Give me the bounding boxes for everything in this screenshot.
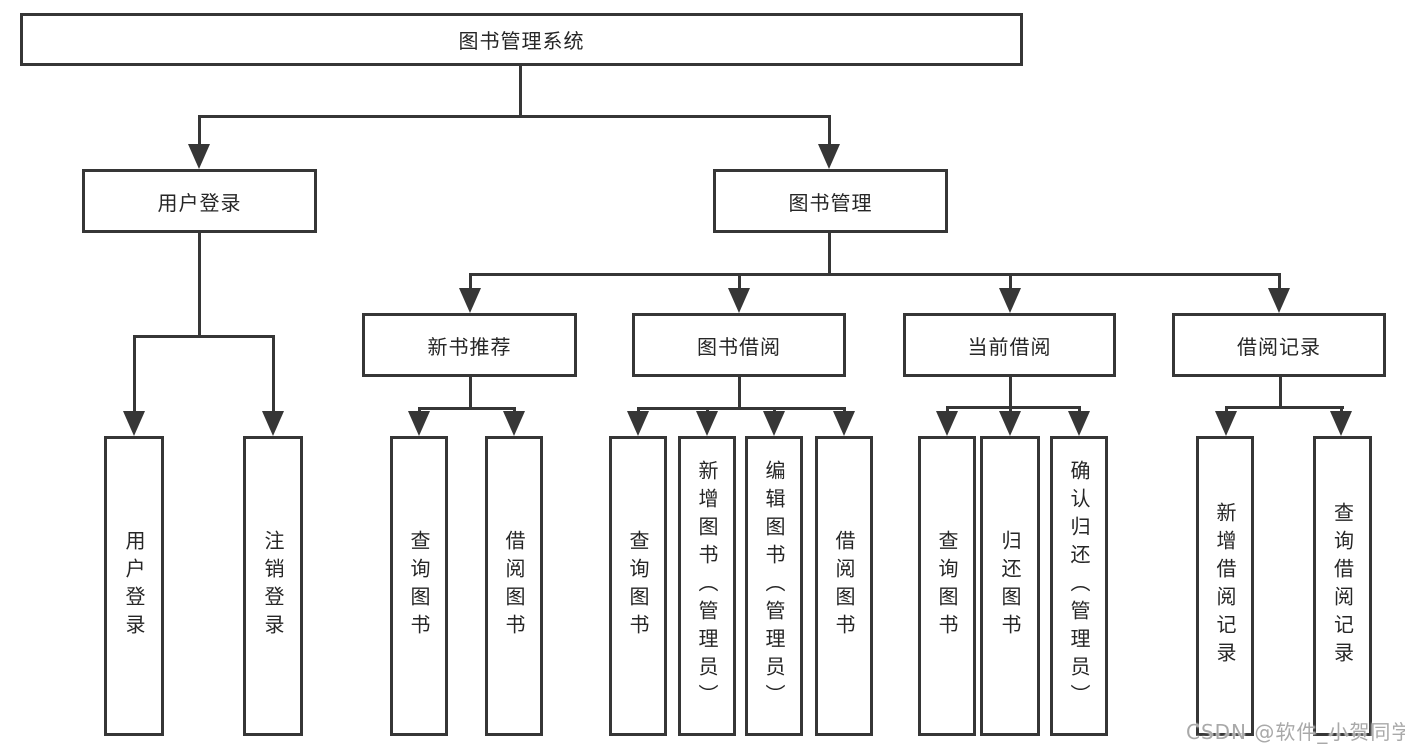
leaf-query-books-2-label: 查询图书 <box>626 530 650 642</box>
node-book-management: 图书管理 <box>713 169 948 233</box>
connector-line <box>418 407 516 410</box>
leaf-confirm-return-admin: 确认归还（管理员） <box>1050 436 1108 736</box>
arrow-down-icon <box>696 411 718 436</box>
node-user-login: 用户登录 <box>82 169 317 233</box>
connector-line <box>272 335 275 413</box>
watermark: CSDN @软件_小贺同学 <box>1186 720 1405 744</box>
arrow-down-icon <box>1068 411 1090 436</box>
connector-line <box>513 407 516 413</box>
connector-line <box>469 273 1281 276</box>
connector-line <box>828 115 831 146</box>
arrow-down-icon <box>728 288 750 313</box>
connector-line <box>738 273 741 290</box>
connector-line <box>1009 406 1012 413</box>
connector-line <box>946 406 1081 409</box>
connector-line <box>1279 377 1282 406</box>
leaf-edit-book-admin: 编辑图书（管理员） <box>745 436 803 736</box>
node-borrowing-records: 借阅记录 <box>1172 313 1386 377</box>
connector-line <box>828 233 831 273</box>
connector-line <box>773 407 776 413</box>
leaf-add-borrow-record: 新增借阅记录 <box>1196 436 1254 736</box>
leaf-add-book-admin-label: 新增图书（管理员） <box>695 460 719 712</box>
leaf-logout: 注销登录 <box>243 436 303 736</box>
connector-line <box>706 407 709 413</box>
connector-line <box>133 335 136 413</box>
connector-line <box>946 406 949 413</box>
arrow-down-icon <box>1268 288 1290 313</box>
connector-line <box>1009 377 1012 406</box>
connector-line <box>1009 273 1012 290</box>
connector-line <box>198 115 201 146</box>
node-current-borrowing: 当前借阅 <box>903 313 1116 377</box>
connector-line <box>133 335 275 338</box>
connector-line <box>198 233 201 335</box>
leaf-borrow-books-1: 借阅图书 <box>485 436 543 736</box>
arrow-down-icon <box>627 411 649 436</box>
leaf-query-books-3: 查询图书 <box>918 436 976 736</box>
leaf-query-borrow-record: 查询借阅记录 <box>1313 436 1372 736</box>
connector-line <box>198 115 831 118</box>
node-book-borrowing-label: 图书借阅 <box>697 334 781 359</box>
leaf-edit-book-admin-label: 编辑图书（管理员） <box>762 460 786 712</box>
leaf-query-books-2: 查询图书 <box>609 436 667 736</box>
arrow-down-icon <box>123 411 145 436</box>
leaf-return-books-label: 归还图书 <box>998 530 1022 642</box>
leaf-borrow-books-2: 借阅图书 <box>815 436 873 736</box>
leaf-borrow-books-2-label: 借阅图书 <box>832 530 856 642</box>
arrow-down-icon <box>262 411 284 436</box>
leaf-query-books-1-label: 查询图书 <box>407 530 431 642</box>
node-root-label: 图书管理系统 <box>458 29 585 53</box>
node-new-book-recommend: 新书推荐 <box>362 313 577 377</box>
arrow-down-icon <box>188 144 210 169</box>
connector-line <box>469 273 472 290</box>
leaf-add-borrow-record-label: 新增借阅记录 <box>1213 502 1237 670</box>
leaf-add-book-admin: 新增图书（管理员） <box>678 436 736 736</box>
connector-line <box>1225 406 1344 409</box>
leaf-user-login-label: 用户登录 <box>122 530 146 642</box>
arrow-down-icon <box>408 411 430 436</box>
connector-line <box>1340 406 1343 413</box>
connector-line <box>843 407 846 413</box>
connector-line <box>738 377 741 407</box>
node-book-borrowing: 图书借阅 <box>632 313 846 377</box>
arrow-down-icon <box>763 411 785 436</box>
leaf-user-login: 用户登录 <box>104 436 164 736</box>
node-user-login-label: 用户登录 <box>157 190 242 215</box>
arrow-down-icon <box>503 411 525 436</box>
leaf-query-books-1: 查询图书 <box>390 436 448 736</box>
leaf-confirm-return-admin-label: 确认归还（管理员） <box>1067 460 1091 712</box>
node-current-borrowing-label: 当前借阅 <box>967 334 1052 359</box>
arrow-down-icon <box>818 144 840 169</box>
arrow-down-icon <box>936 411 958 436</box>
leaf-logout-label: 注销登录 <box>261 530 285 642</box>
leaf-query-books-3-label: 查询图书 <box>935 530 959 642</box>
connector-line <box>519 66 522 115</box>
node-root: 图书管理系统 <box>20 13 1023 66</box>
arrow-down-icon <box>833 411 855 436</box>
arrow-down-icon <box>999 288 1021 313</box>
connector-line <box>418 407 421 413</box>
connector-line <box>637 407 845 410</box>
leaf-borrow-books-1-label: 借阅图书 <box>502 530 526 642</box>
connector-line <box>1225 406 1228 413</box>
arrow-down-icon <box>459 288 481 313</box>
leaf-query-borrow-record-label: 查询借阅记录 <box>1330 502 1355 670</box>
connector-line <box>1278 273 1281 290</box>
node-new-book-recommend-label: 新书推荐 <box>427 334 512 359</box>
node-book-management-label: 图书管理 <box>788 190 873 215</box>
node-borrowing-records-label: 借阅记录 <box>1237 334 1321 359</box>
connector-line <box>469 377 472 407</box>
connector-line <box>1078 406 1081 413</box>
leaf-return-books: 归还图书 <box>980 436 1040 736</box>
arrow-down-icon <box>1215 411 1237 436</box>
arrow-down-icon <box>1330 411 1352 436</box>
arrow-down-icon <box>999 411 1021 436</box>
connector-line <box>637 407 640 413</box>
